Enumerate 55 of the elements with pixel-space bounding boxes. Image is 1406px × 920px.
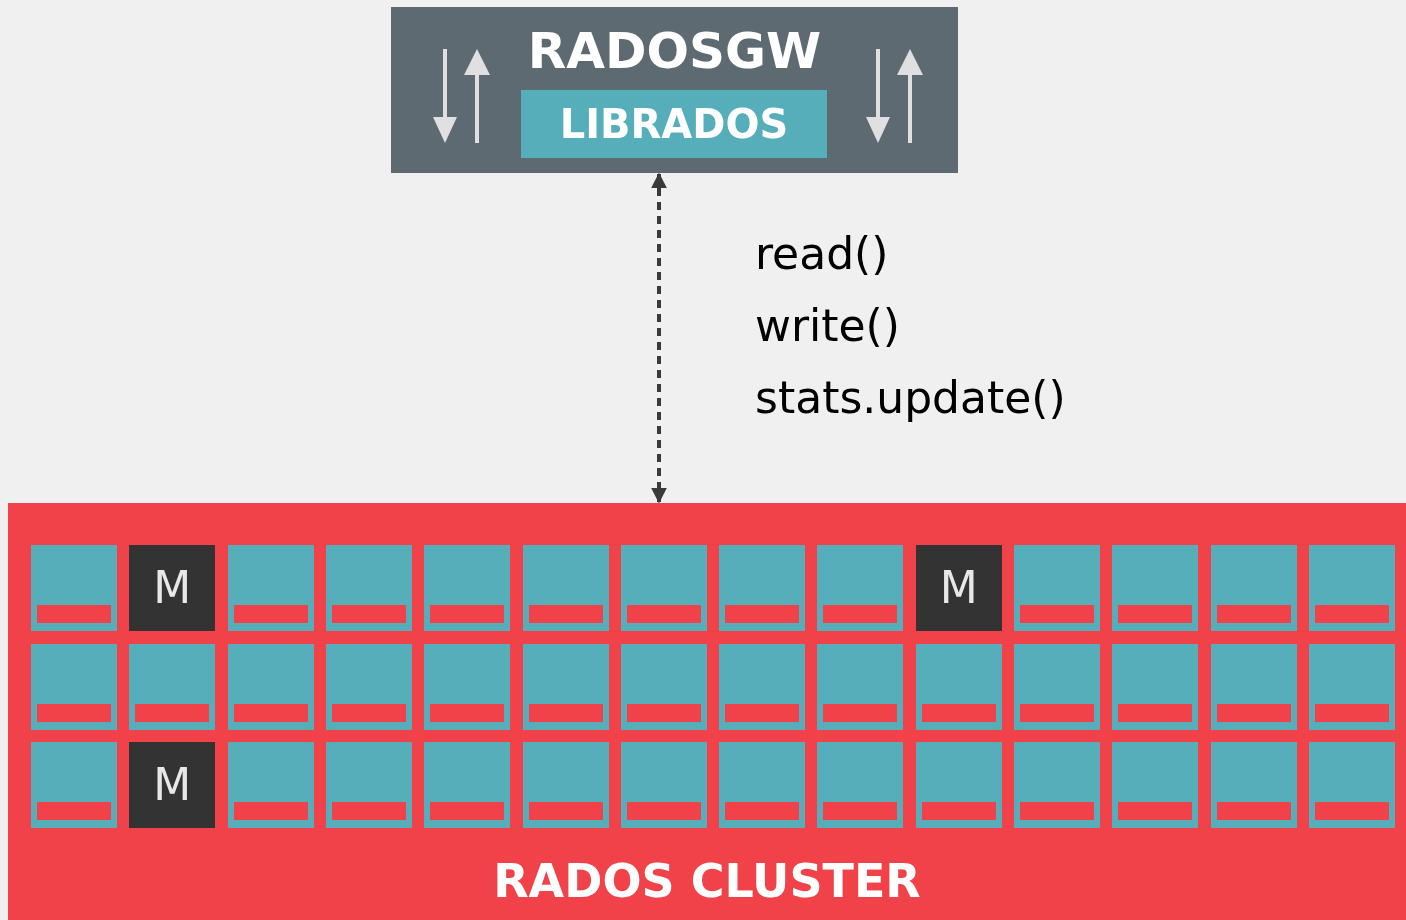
storage-box <box>1112 742 1199 828</box>
storage-box <box>227 545 314 631</box>
storage-box <box>915 742 1002 828</box>
gateway-box <box>391 7 958 173</box>
storage-box <box>325 545 412 631</box>
storage-box <box>915 643 1002 730</box>
storage-box <box>620 643 707 730</box>
method-label: read() <box>755 227 890 281</box>
node-title: RADOSGW <box>526 23 823 79</box>
storage-box <box>620 545 707 631</box>
storage-box <box>1210 545 1297 631</box>
storage-box <box>325 643 412 730</box>
node-label: M <box>939 561 978 615</box>
storage-box <box>1308 742 1395 828</box>
storage-box <box>1112 545 1199 631</box>
storage-box <box>31 545 117 631</box>
storage-box <box>1014 545 1100 631</box>
storage-box <box>1014 643 1100 730</box>
storage-box <box>325 742 412 828</box>
cluster-panel <box>8 503 1406 920</box>
storage-box <box>620 742 707 828</box>
method-label: stats.update() <box>755 371 1066 425</box>
monitor-box <box>129 742 216 828</box>
storage-box <box>1308 643 1395 730</box>
library-box <box>521 90 827 158</box>
node-title: RADOS CLUSTER <box>492 853 922 909</box>
storage-box <box>522 742 609 828</box>
node-label: M <box>153 758 192 812</box>
storage-box <box>1014 742 1100 828</box>
node-label: M <box>153 561 192 615</box>
storage-box <box>719 643 806 730</box>
double-arrow <box>651 172 667 504</box>
monitor-box <box>915 545 1002 631</box>
storage-box <box>227 643 314 730</box>
storage-box <box>817 742 904 828</box>
storage-box <box>1210 643 1297 730</box>
storage-box <box>31 742 117 828</box>
storage-box <box>424 742 511 828</box>
method-label: write() <box>755 299 901 353</box>
storage-box <box>817 643 904 730</box>
node-label: LIBRADOS <box>559 100 789 149</box>
storage-box <box>1112 643 1199 730</box>
monitor-box <box>129 545 216 631</box>
storage-box <box>227 742 314 828</box>
storage-box <box>522 545 609 631</box>
storage-box <box>719 742 806 828</box>
storage-box <box>522 643 609 730</box>
storage-box <box>1308 545 1395 631</box>
storage-box <box>719 545 806 631</box>
storage-box <box>424 643 511 730</box>
storage-box <box>31 643 117 730</box>
storage-box <box>129 643 216 730</box>
storage-box <box>1210 742 1297 828</box>
storage-box <box>424 545 511 631</box>
storage-box <box>817 545 904 631</box>
